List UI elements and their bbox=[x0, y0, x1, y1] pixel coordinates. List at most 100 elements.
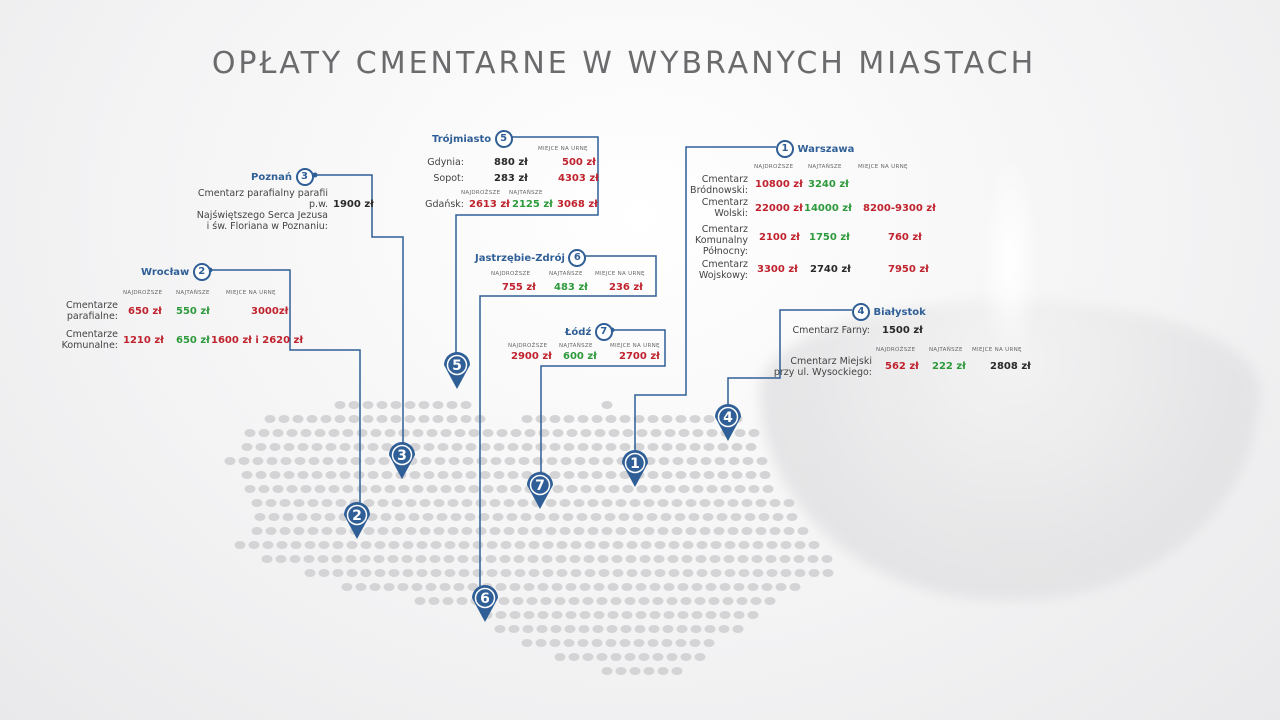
map-dot bbox=[454, 429, 466, 437]
map-dot bbox=[718, 625, 730, 633]
map-dot bbox=[324, 513, 336, 521]
map-dot bbox=[570, 569, 582, 577]
map-dot bbox=[625, 555, 637, 563]
map-dot bbox=[266, 457, 278, 465]
value-max: 22000 zł bbox=[755, 203, 803, 214]
map-dot bbox=[346, 569, 358, 577]
map-dot bbox=[738, 541, 750, 549]
map-dot bbox=[607, 611, 619, 619]
map-dot bbox=[674, 513, 686, 521]
map-dot bbox=[752, 541, 764, 549]
map-dot bbox=[639, 555, 651, 563]
map-pin-7: 7 bbox=[527, 472, 553, 509]
map-dot bbox=[241, 443, 253, 451]
map-dot bbox=[465, 471, 477, 479]
connector-warszawa bbox=[634, 146, 776, 455]
pin-number: 2 bbox=[352, 508, 362, 524]
map-dot bbox=[751, 555, 763, 563]
map-dot bbox=[275, 555, 287, 563]
map-dot bbox=[448, 457, 460, 465]
map-dots bbox=[224, 401, 834, 675]
map-dot bbox=[255, 471, 267, 479]
map-dot bbox=[565, 583, 577, 591]
map-dot bbox=[702, 513, 714, 521]
value-urn: 3068 zł bbox=[557, 199, 598, 210]
header-max: NAJDROŻSZE bbox=[461, 190, 501, 196]
map-dot bbox=[280, 457, 292, 465]
map-dot bbox=[584, 569, 596, 577]
map-dot bbox=[570, 541, 582, 549]
map-dot bbox=[472, 541, 484, 549]
map-dot bbox=[370, 429, 382, 437]
map-dot bbox=[608, 485, 620, 493]
city-name: Białystok bbox=[873, 307, 926, 318]
map-dot bbox=[512, 597, 524, 605]
city-jastrzebie: Jastrzębie-Zdrój 6 bbox=[475, 249, 587, 267]
map-dot bbox=[428, 597, 440, 605]
map-dot bbox=[748, 429, 760, 437]
map-dot bbox=[594, 485, 606, 493]
map-dot bbox=[681, 555, 693, 563]
map-dot bbox=[468, 485, 480, 493]
map-dot bbox=[703, 471, 715, 479]
value-min: 483 zł bbox=[554, 282, 588, 293]
map-dot bbox=[542, 569, 554, 577]
map-dot bbox=[666, 597, 678, 605]
map-dot bbox=[604, 513, 616, 521]
map-dot bbox=[705, 583, 717, 591]
map-dot bbox=[615, 527, 627, 535]
row-label: Cmentarze parafialne: bbox=[65, 300, 118, 322]
map-dot bbox=[545, 499, 557, 507]
value-max: 562 zł bbox=[885, 361, 919, 372]
header-max: NAJDROŻSZE bbox=[123, 290, 163, 296]
map-dot bbox=[552, 429, 564, 437]
map-dot bbox=[794, 541, 806, 549]
row-label: Cmentarz Wolski: bbox=[701, 197, 748, 219]
map-dot bbox=[362, 415, 374, 423]
map-dot bbox=[696, 541, 708, 549]
map-dot bbox=[593, 611, 605, 619]
map-dot bbox=[752, 569, 764, 577]
map-dot bbox=[360, 541, 372, 549]
map-dot bbox=[745, 443, 757, 451]
map-dot bbox=[265, 499, 277, 507]
map-dot bbox=[499, 555, 511, 563]
map-dot bbox=[709, 555, 721, 563]
map-dot bbox=[325, 443, 337, 451]
map-dot bbox=[279, 499, 291, 507]
map-dot bbox=[286, 485, 298, 493]
map-dot bbox=[741, 527, 753, 535]
row-label: Cmentarz Miejski przy ul. Wysockiego: bbox=[773, 356, 872, 378]
map-dot bbox=[593, 583, 605, 591]
map-dot bbox=[668, 541, 680, 549]
map-dot bbox=[304, 569, 316, 577]
map-dot bbox=[402, 541, 414, 549]
map-dot bbox=[591, 415, 603, 423]
map-dot bbox=[384, 485, 396, 493]
map-dot bbox=[633, 443, 645, 451]
map-dot bbox=[388, 569, 400, 577]
map-dot bbox=[719, 583, 731, 591]
city-name: Warszawa bbox=[797, 144, 855, 155]
map-dot bbox=[619, 415, 631, 423]
map-dot bbox=[391, 499, 403, 507]
map-dot bbox=[348, 415, 360, 423]
map-dot bbox=[306, 415, 318, 423]
map-dot bbox=[493, 471, 505, 479]
map-dot bbox=[461, 499, 473, 507]
map-dot bbox=[444, 541, 456, 549]
map-dot bbox=[612, 541, 624, 549]
map-dot bbox=[821, 555, 833, 563]
map-dot bbox=[528, 541, 540, 549]
map-dot bbox=[336, 457, 348, 465]
map-dot bbox=[775, 583, 787, 591]
map-dot bbox=[390, 401, 402, 409]
map-dot bbox=[686, 457, 698, 465]
map-dot bbox=[507, 471, 519, 479]
value-min: 2125 zł bbox=[512, 199, 553, 210]
map-dot bbox=[419, 527, 431, 535]
map-dot bbox=[388, 541, 400, 549]
pin-number: 5 bbox=[452, 358, 462, 374]
map-dot bbox=[772, 513, 784, 521]
map-dot bbox=[699, 499, 711, 507]
